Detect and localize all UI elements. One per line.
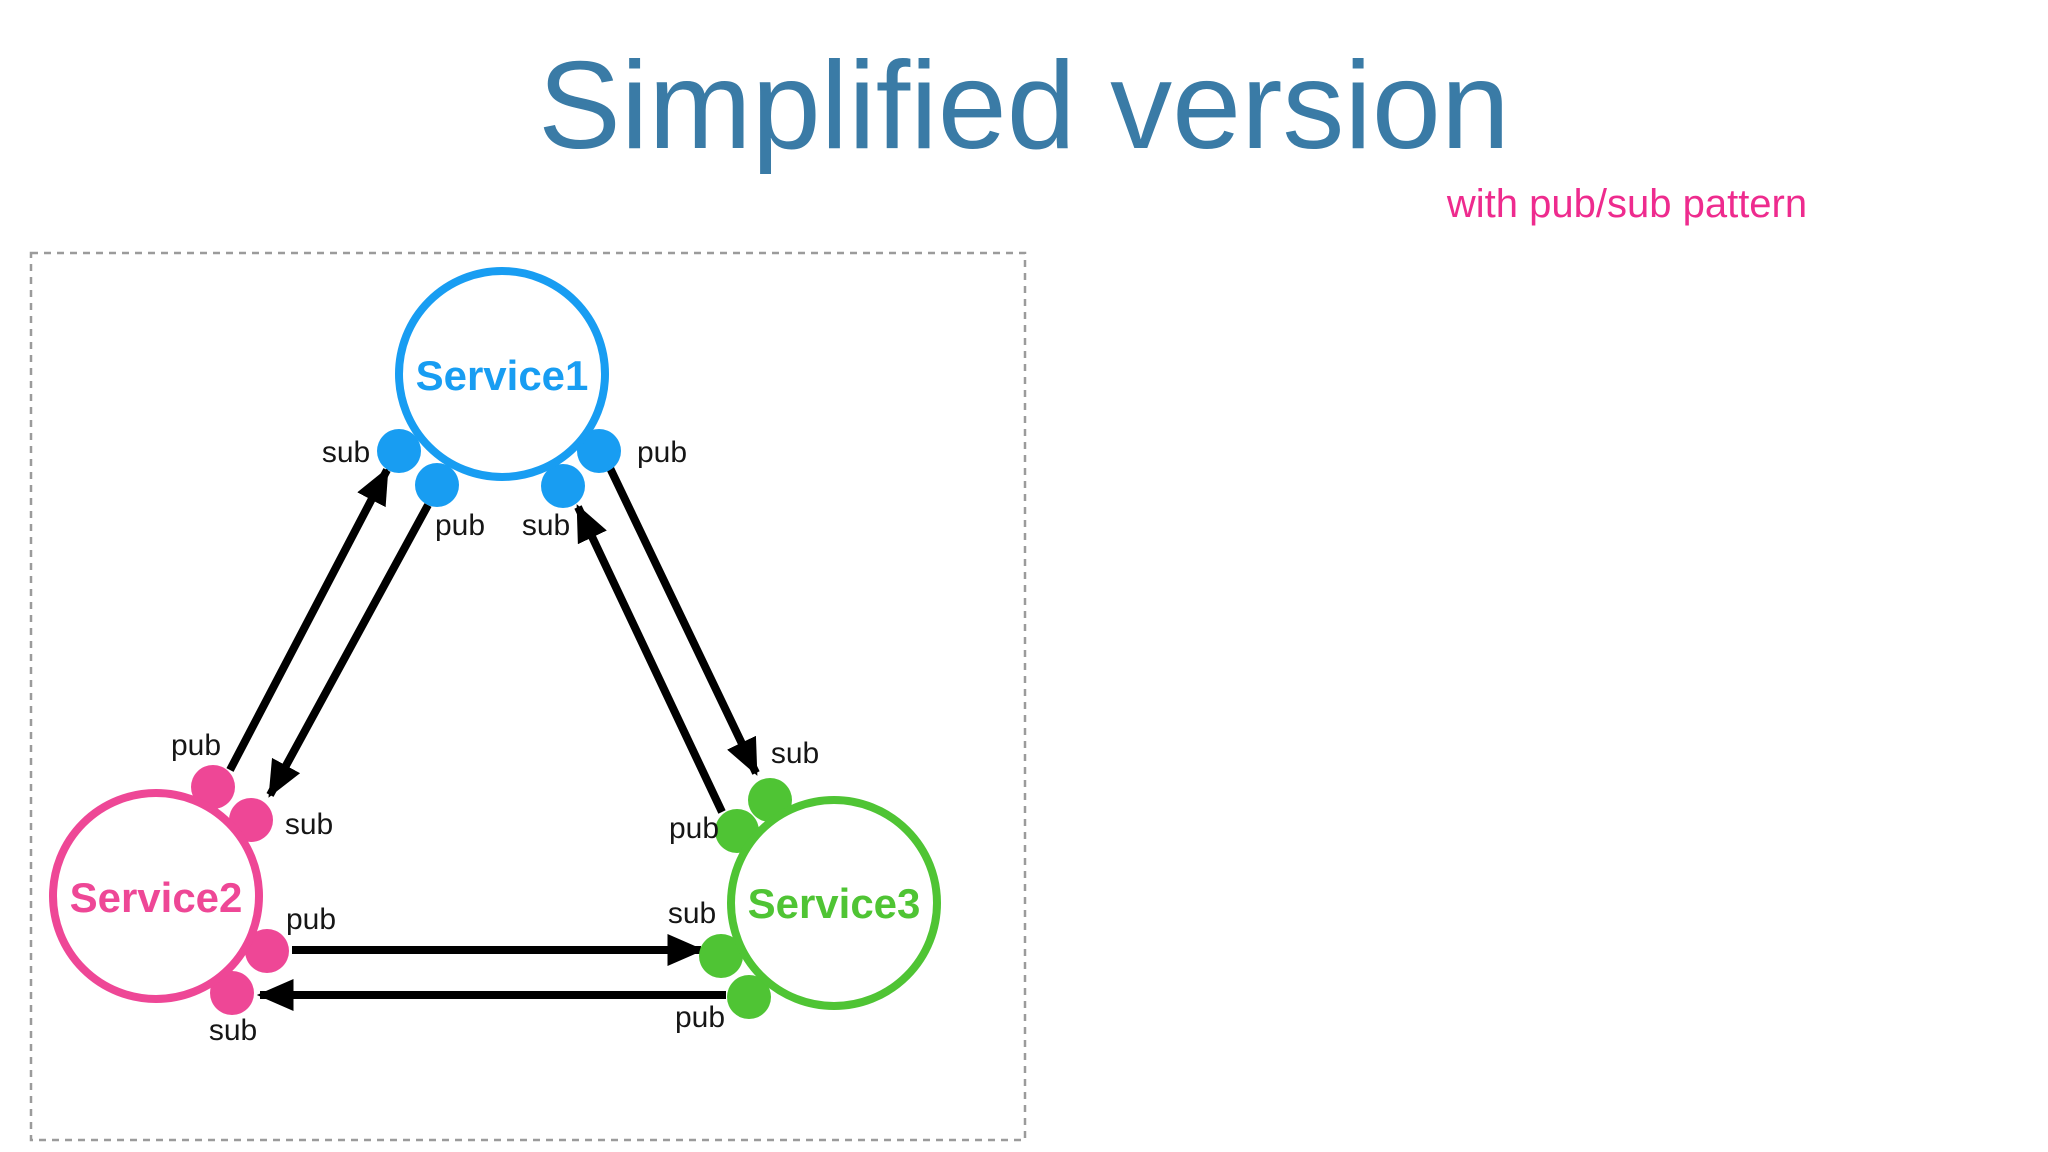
service1-port-label-sub: sub — [322, 436, 370, 469]
slide-title: Simplified version — [538, 37, 1510, 175]
service2-port-label-pub: pub — [171, 729, 221, 762]
arrow-service1-pub-to-service2-sub — [266, 503, 432, 798]
service2-node — [49, 789, 263, 1003]
service2-port-label-pub: pub — [286, 903, 336, 936]
service1-pub-port-dot — [577, 429, 621, 473]
arrow-service1-pub-to-service3-sub — [606, 466, 760, 776]
service2-label: Service2 — [70, 874, 243, 921]
service1-port-label-pub: pub — [435, 509, 485, 542]
service2-port-label-sub: sub — [209, 1014, 257, 1047]
service1-port-label-pub: pub — [637, 436, 687, 469]
arrow-service3-pub-to-service1-sub — [574, 504, 726, 814]
service3-sub-port-dot — [699, 934, 743, 978]
service2-port-label-sub: sub — [285, 808, 333, 841]
service2-pub-port-dot — [245, 929, 289, 973]
service1-port-label-sub: sub — [522, 509, 570, 542]
service3-port-label-sub: sub — [771, 737, 819, 770]
service2-pub-port-dot — [191, 765, 235, 809]
service3-node — [727, 796, 941, 1010]
service1-node — [395, 267, 609, 481]
service3-label: Service3 — [748, 880, 921, 927]
service1-sub-port-dot — [541, 464, 585, 508]
service1-sub-port-dot — [377, 429, 421, 473]
service1-pub-port-dot — [415, 463, 459, 507]
service3-pub-port-dot — [727, 975, 771, 1019]
arrow-service2-pub-to-service1-sub — [226, 467, 391, 772]
service2-sub-port-dot — [210, 971, 254, 1015]
slide-subtitle: with pub/sub pattern — [1446, 182, 1808, 226]
diagram-frame — [29, 251, 1027, 1142]
service3-port-label-pub: pub — [675, 1001, 725, 1034]
service1-label: Service1 — [416, 352, 589, 399]
service3-port-label-pub: pub — [669, 812, 719, 845]
service3-port-label-sub: sub — [668, 897, 716, 930]
